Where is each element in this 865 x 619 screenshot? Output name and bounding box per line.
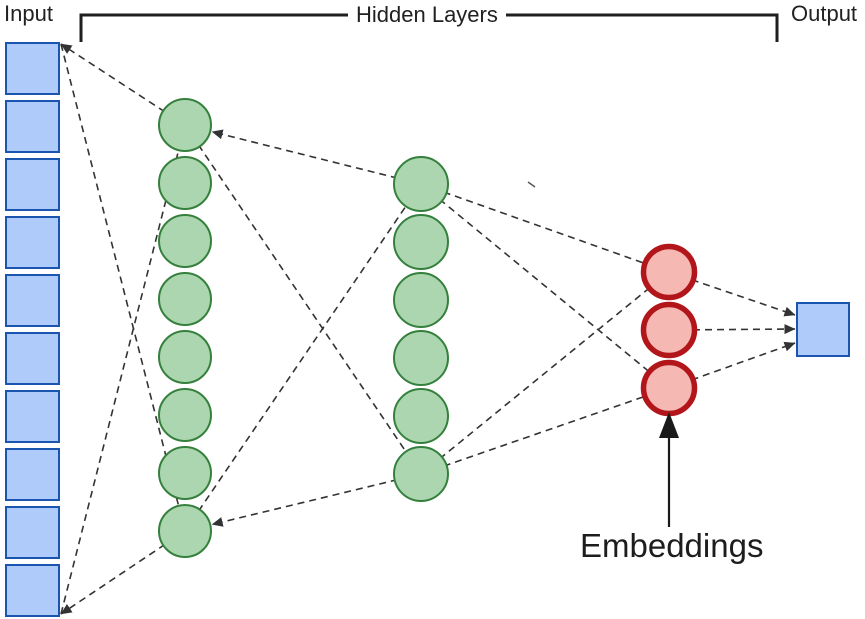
nodes-layer: [5, 42, 850, 617]
hidden-layer-1-node: [158, 446, 212, 500]
input-node: [5, 390, 60, 443]
embedding-node: [640, 359, 698, 417]
hidden-layer-2-node: [393, 272, 449, 328]
input-label: Input: [4, 1, 53, 26]
hidden-layer-1-node: [158, 98, 212, 152]
hidden-layer-1-node: [158, 504, 212, 558]
embeddings-label: Embeddings: [580, 527, 764, 564]
connection-line: [211, 473, 422, 527]
stray-mark: [527, 181, 536, 188]
input-node: [5, 506, 60, 559]
hidden-layer-2-node: [393, 446, 449, 502]
embedding-node: [640, 243, 698, 301]
input-node: [5, 42, 60, 95]
hidden-layer-1-node: [158, 214, 212, 268]
hidden-layers-label: Hidden Layers: [348, 2, 506, 28]
embedding-node: [640, 301, 698, 359]
hidden-layer-1-node: [158, 272, 212, 326]
connection-line: [668, 324, 796, 335]
input-node: [5, 100, 60, 153]
input-node: [5, 216, 60, 269]
hidden-layer-2-node: [393, 214, 449, 270]
connection-line: [420, 183, 670, 389]
hidden-layer-2-node: [393, 330, 449, 386]
hidden-layer-1-node: [158, 156, 212, 210]
hidden-layer-2-node: [393, 388, 449, 444]
input-node: [5, 332, 60, 385]
connection-line: [60, 124, 186, 615]
connection-line: [184, 183, 422, 532]
connection-line: [211, 129, 422, 185]
connection-line: [420, 183, 670, 273]
hidden-layer-1-node: [158, 388, 212, 442]
input-node: [5, 448, 60, 501]
hidden-layer-2-node: [393, 156, 449, 212]
output-node: [796, 302, 850, 357]
connection-line: [184, 124, 422, 475]
connections-layer: [60, 43, 796, 615]
input-node: [5, 274, 60, 327]
connection-line: [668, 341, 796, 389]
output-label: Output: [791, 1, 858, 26]
connection-line: [668, 271, 796, 317]
input-node: [5, 158, 60, 211]
embeddings-arrow: [659, 412, 679, 527]
hidden-layer-1-node: [158, 330, 212, 384]
connection-line: [420, 271, 670, 475]
connection-line: [420, 387, 670, 475]
input-node: [5, 564, 60, 617]
